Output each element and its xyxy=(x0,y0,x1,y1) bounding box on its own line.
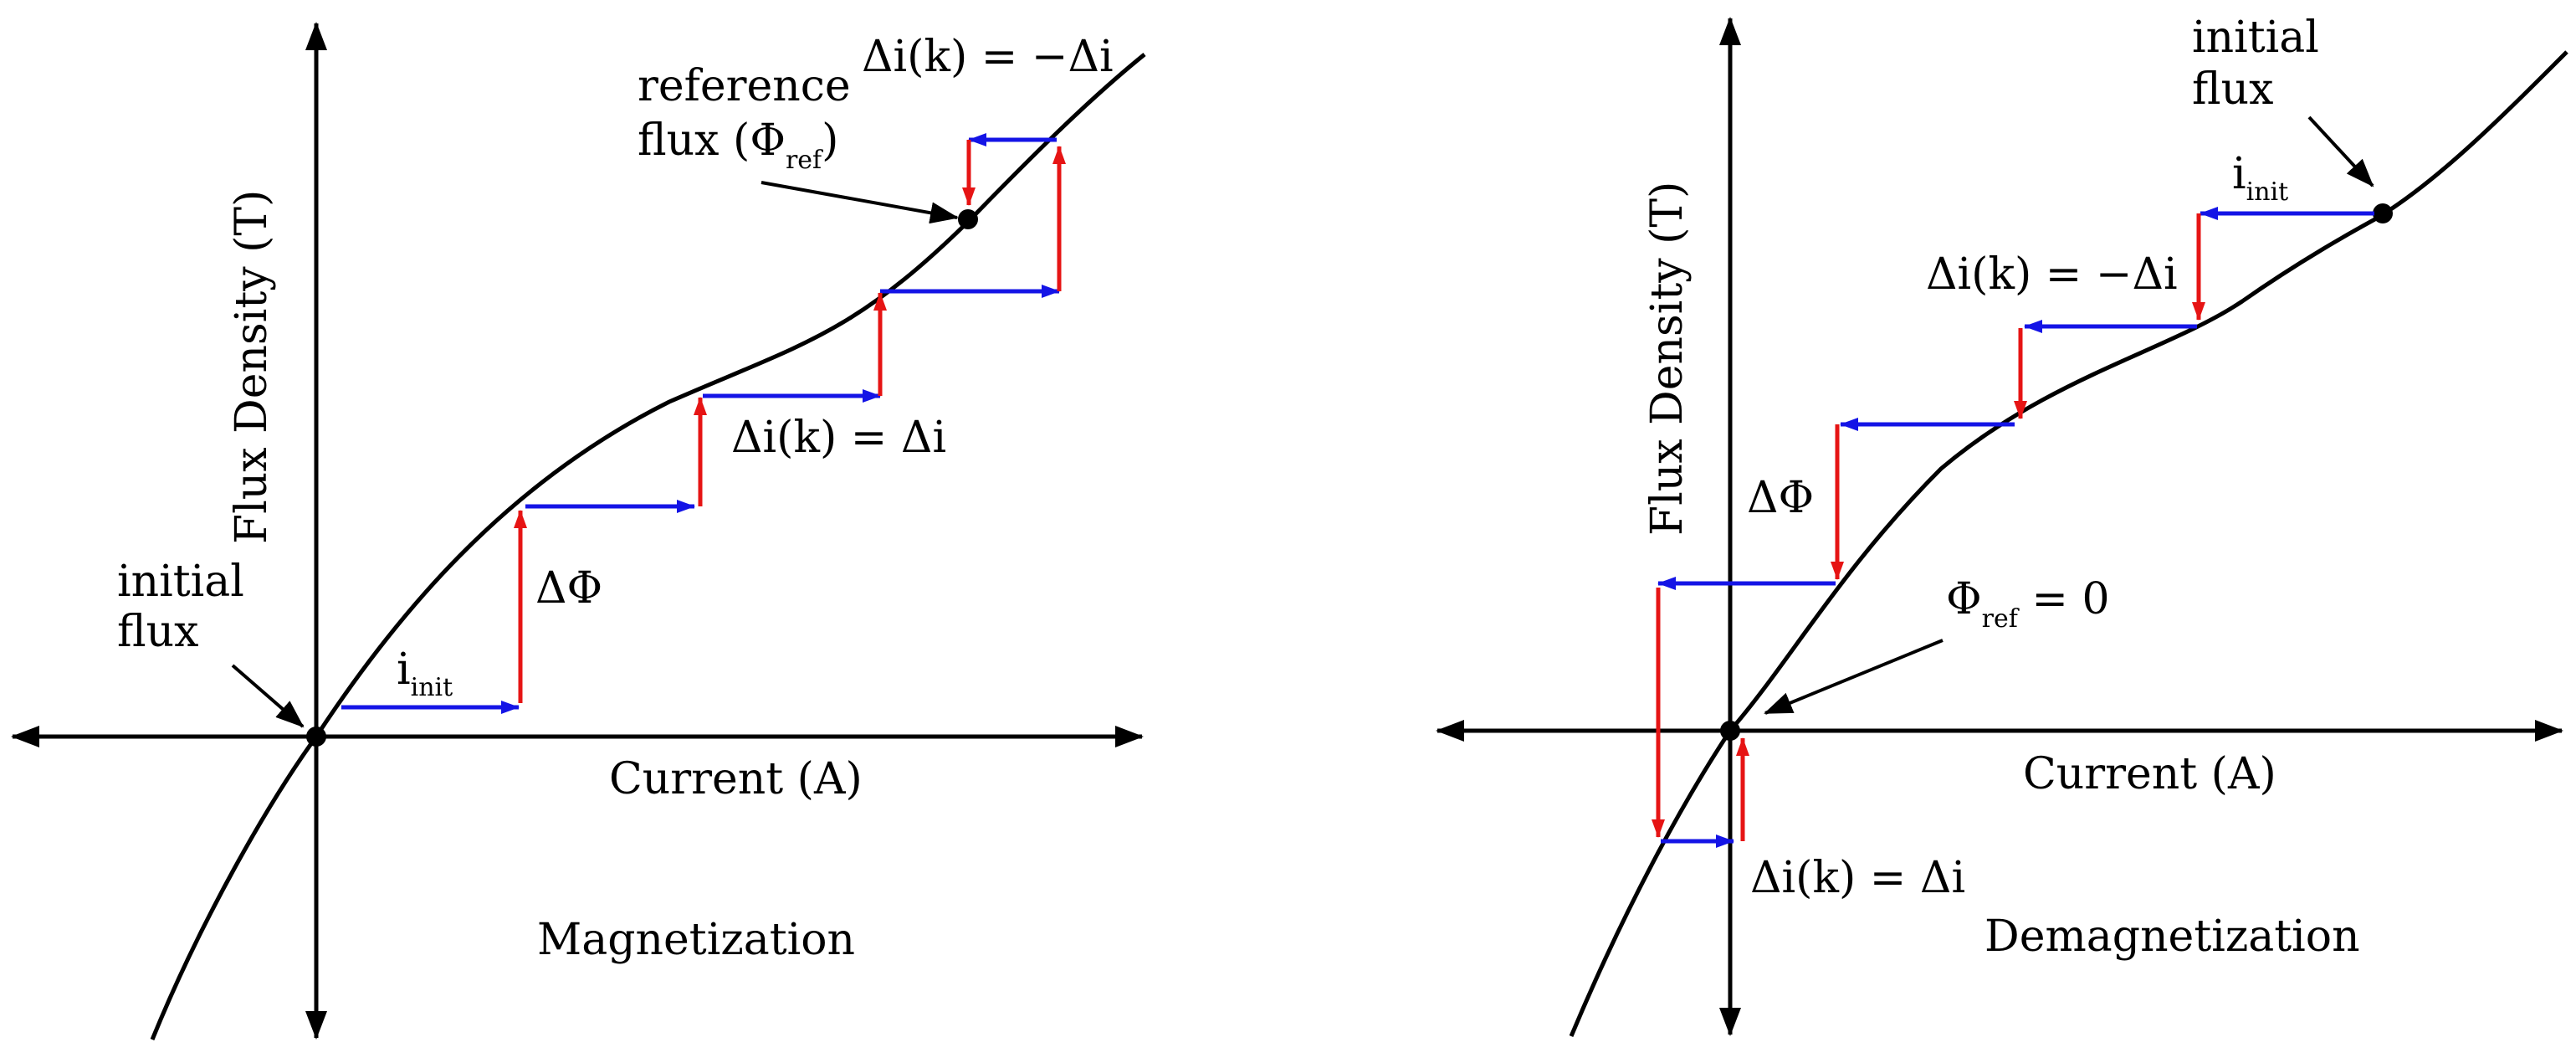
demag-x-axis-label: Current (A) xyxy=(2023,749,2276,799)
mag-bh-curve xyxy=(150,53,1146,1040)
mag-x-axis-label: Current (A) xyxy=(609,754,863,804)
mag-initial-flux-label-1: initial xyxy=(117,557,244,607)
magnetization-panel: Flux Density (T) Current (A) Magnetizati… xyxy=(11,22,1146,1040)
mag-i-init-label: iinit xyxy=(397,644,453,702)
mag-initial-point xyxy=(306,727,326,747)
mag-delta-i-pos-label: Δi(k) = Δi xyxy=(731,413,946,463)
demag-phi-ref-label: Φref = 0 xyxy=(1946,574,2110,634)
mag-reference-flux-label-2: flux (Φref) xyxy=(638,116,838,175)
mag-initial-flux-label-2: flux xyxy=(117,607,199,657)
mag-delta-i-neg-label: Δi(k) = −Δi xyxy=(862,32,1114,82)
demag-initial-flux-label-2: flux xyxy=(2192,64,2274,115)
mag-reference-point xyxy=(958,209,978,229)
mag-reference-flux-pointer xyxy=(761,181,959,224)
mag-y-axis-label: Flux Density (T) xyxy=(227,190,277,544)
demag-delta-i-neg-label: Δi(k) = −Δi xyxy=(1926,249,2178,300)
demag-phi-ref-pointer xyxy=(1764,639,1944,715)
demag-origin-point xyxy=(1720,721,1740,741)
mag-reference-flux-label-1: reference xyxy=(638,61,851,111)
demag-delta-i-pos-label: Δi(k) = Δi xyxy=(1750,853,1965,903)
demag-initial-flux-pointer xyxy=(2307,116,2374,187)
mag-delta-phi-label: ΔΦ xyxy=(535,563,602,614)
demag-title: Demagnetization xyxy=(1984,912,2360,962)
demag-initial-point xyxy=(2373,203,2393,223)
mag-initial-flux-pointer xyxy=(231,664,305,728)
demag-bh-curve xyxy=(1569,50,2568,1037)
demag-i-init-label: iinit xyxy=(2232,149,2288,207)
demagnetization-panel: Flux Density (T) Current (A) Demagnetiza… xyxy=(1436,13,2568,1037)
mag-title: Magnetization xyxy=(537,915,855,965)
demag-y-axis-label: Flux Density (T) xyxy=(1642,182,1693,536)
demag-delta-phi-label: ΔΦ xyxy=(1747,473,1814,523)
demag-initial-flux-label-1: initial xyxy=(2192,13,2319,63)
